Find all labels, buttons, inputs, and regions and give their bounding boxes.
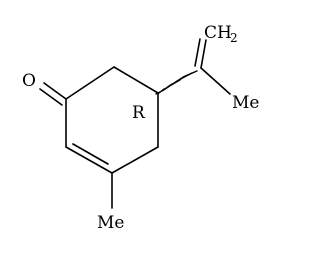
ring-methyl-label: Me — [97, 213, 124, 233]
bond-c3-c2 — [65, 146, 113, 174]
stereo-descriptor-label: R — [132, 103, 146, 123]
bond-c4-c3 — [111, 146, 159, 174]
diagram-canvas: O CH 2 Me Me R — [22, 23, 260, 233]
stereo-hashed-wedge — [155, 70, 198, 95]
bond-c6-c5 — [113, 66, 159, 94]
methylene-subscript: 2 — [230, 31, 238, 45]
carbonyl-bond-outer — [43, 82, 67, 100]
methylene-label: CH — [204, 23, 232, 43]
vinyl-bond-outer — [200, 39, 207, 69]
vinyl-bond-inner — [194, 38, 201, 67]
molecule-structure: O CH 2 Me Me R — [22, 23, 259, 233]
bond-c3-c2-inner — [72, 143, 109, 165]
carbonyl-oxygen-label: O — [22, 71, 36, 91]
carbonyl-bond-inner — [39, 88, 63, 106]
isopropenyl-methyl-label: Me — [232, 93, 259, 113]
bond-isopropenyl-methyl — [200, 67, 231, 95]
bond-c1-c6 — [65, 66, 115, 100]
